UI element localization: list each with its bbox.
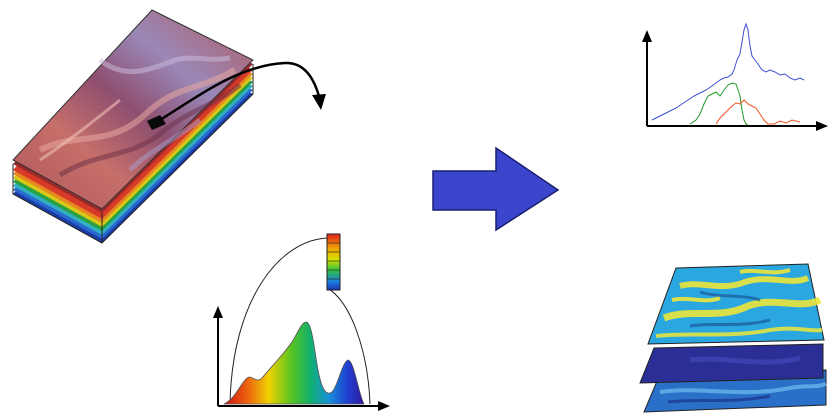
pixel-column-strip bbox=[326, 233, 341, 291]
right-arrow-icon bbox=[432, 146, 560, 232]
pixel-spectrum bbox=[213, 233, 390, 411]
curved-arrow-icon bbox=[159, 61, 322, 122]
connector-arc-right bbox=[326, 287, 371, 405]
line-chart bbox=[642, 22, 828, 131]
spectrum-x-arrowhead bbox=[378, 401, 390, 411]
curved-arrowhead bbox=[312, 94, 326, 110]
map-layer-middle bbox=[639, 343, 824, 384]
classified-maps bbox=[639, 263, 827, 413]
spectrum-curve bbox=[223, 321, 365, 405]
chart-series-blue bbox=[651, 22, 805, 121]
spectrum-y-arrowhead bbox=[213, 306, 223, 318]
chart-y-arrowhead bbox=[642, 30, 652, 42]
connector-arc-left bbox=[229, 237, 331, 405]
chart-x-arrowhead bbox=[816, 121, 828, 131]
hyperspectral-cube bbox=[12, 9, 326, 244]
chart-series-green bbox=[689, 82, 749, 126]
chart-series-red bbox=[715, 99, 801, 125]
